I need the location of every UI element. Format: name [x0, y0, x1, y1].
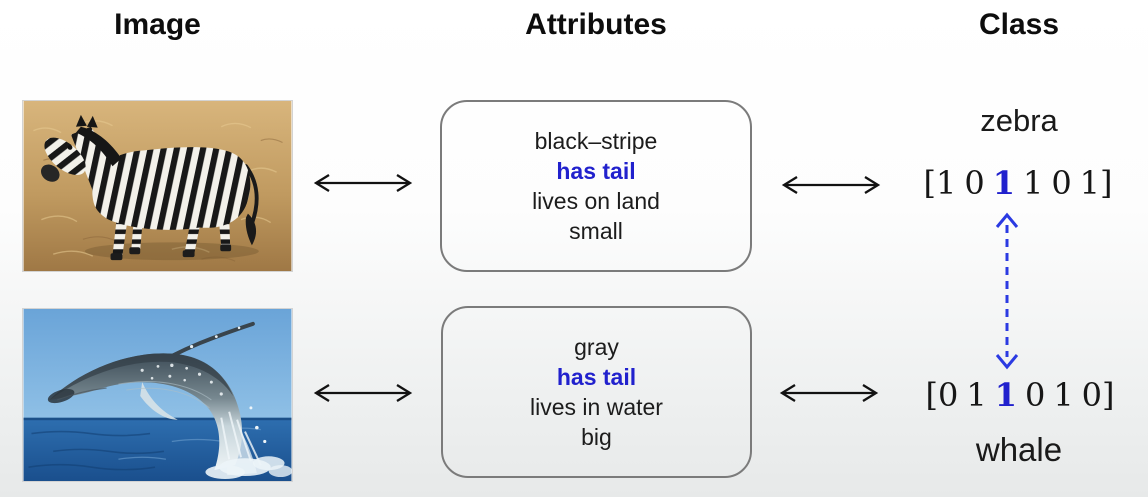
vector-token: [1	[923, 164, 957, 202]
attribute-gray: gray	[574, 334, 619, 360]
vector-token: 1	[1053, 376, 1074, 414]
vector-token: 0	[1051, 164, 1072, 202]
vector-token: 0	[1024, 376, 1046, 414]
double-arrow-zebra-attributes-class	[781, 176, 881, 194]
column-header-attributes: Attributes	[525, 8, 667, 41]
vector-token: 1	[966, 376, 987, 414]
vector-token: 0]	[1081, 376, 1115, 414]
double-arrow-whale-image-attributes	[313, 384, 413, 402]
attribute-has-tail: has tail	[556, 364, 637, 390]
vector-token: 1	[994, 376, 1017, 414]
whale-attributes-box: gray has tail lives in water big	[441, 306, 752, 478]
dashed-arrow-shared-bit	[995, 212, 1019, 370]
whale-photo	[22, 308, 293, 482]
whale-illustration	[23, 309, 292, 481]
vector-token: 1	[992, 164, 1015, 202]
column-header-image: Image	[114, 8, 201, 41]
zebra-attributes-box: black–stripe has tail lives on land small	[440, 100, 752, 272]
attribute-black–stripe: black–stripe	[534, 128, 658, 154]
vector-token: 0	[964, 164, 985, 202]
attribute-big: big	[581, 424, 612, 450]
attribute-has-tail: has tail	[556, 158, 636, 184]
column-header-class: Class	[978, 8, 1060, 41]
class-label-zebra: zebra	[980, 103, 1058, 138]
attribute-lives-in-water: lives in water	[530, 394, 663, 420]
zebra-illustration	[23, 101, 292, 271]
double-arrow-whale-attributes-class	[779, 384, 879, 402]
vector-token: 1]	[1079, 164, 1113, 202]
attribute-lives-on-land: lives on land	[532, 188, 660, 214]
vector-token: 1	[1022, 164, 1044, 202]
vector-token: [0	[925, 376, 959, 414]
attribute-small: small	[569, 218, 623, 244]
zebra-photo	[22, 100, 293, 272]
class-label-whale: whale	[975, 431, 1063, 468]
double-arrow-zebra-image-attributes	[313, 174, 413, 192]
